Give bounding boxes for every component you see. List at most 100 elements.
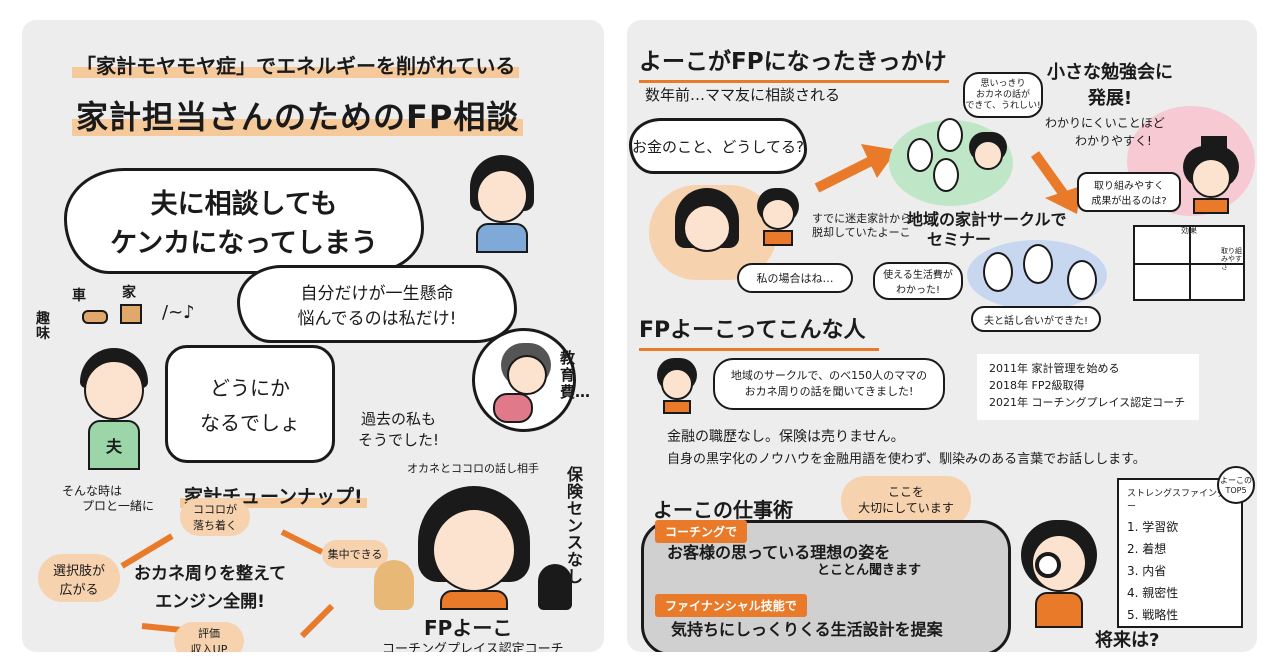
husband-talk-bubble: 夫と話し合いができた! [971, 306, 1101, 332]
my-case-bubble: 私の場合はね… [737, 263, 853, 293]
worry-cloud-main: 夫に相談しても ケンカになってしまう [64, 168, 424, 274]
coaching-line2: とことん聞きます [817, 563, 922, 578]
circle-talk-line1: 地域のサークルで、のべ150人のママの [730, 369, 928, 382]
money-question-bubble: お金のこと、どうしてる? [629, 118, 807, 174]
money-question-text: お金のこと、どうしてる? [632, 137, 804, 156]
worry-cloud-alone: 自分だけが一生懸命 悩んでるのは私だけ! [237, 265, 517, 343]
heading-profile: FPよーこってこんな人 [639, 312, 879, 351]
coaching-line1: お客様の思っている理想の姿を [667, 543, 891, 562]
worried-woman-illustration [462, 155, 542, 255]
happy-line2: おカネの話が [975, 89, 1030, 100]
mom-figure-3 [933, 158, 959, 192]
mom-figure-2 [937, 118, 963, 152]
study-group-text: 小さな勉強会に 発展! [1047, 60, 1173, 112]
study-line1: 小さな勉強会に [1047, 62, 1173, 83]
cycle-arrows [120, 529, 335, 639]
important-line1: ここを [887, 485, 924, 499]
cycle-focus: 集中できる [322, 540, 388, 568]
easy-explain-text: わかりにくいことほど わかりやすく! [1045, 114, 1165, 150]
cycle-center-line2: エンジン全開! [155, 592, 265, 612]
tag-finance: ファイナンシャル技能で [655, 594, 807, 617]
yoko-small-illustration [755, 188, 801, 248]
top5-line2: TOP5 [1225, 486, 1247, 495]
husband-speech-bubble: どうにか なるでしょ [165, 345, 335, 463]
study-line2: 発展! [1087, 88, 1133, 109]
usable-line1: 使える生活費が [883, 270, 953, 281]
fp-name: FPよーこ [424, 616, 513, 640]
strength-item: 5. 戦略性 [1127, 608, 1179, 622]
strengths-card: ストレングスファインダー 1. 学習欲 2. 着想 3. 内省 4. 親密性 5… [1117, 478, 1243, 628]
top5-badge: よーこの TOP5 [1217, 466, 1255, 504]
label-house: 家 [122, 285, 136, 301]
arrow-down-icon [1030, 151, 1081, 214]
escape-text: すでに迷走家計から 脱却していたよーこ [812, 212, 911, 240]
sonna-toki-text: そんな時は プロと一緒に [62, 484, 154, 514]
husband-illustration: 夫 [74, 348, 154, 473]
past-me-line1: 過去の私も [361, 410, 437, 428]
usable-line2: わかった! [895, 285, 940, 296]
cat-black-icon [538, 564, 572, 610]
method-text: 自身の黒字化のノウハウを金融用語を使わず、馴染みのある言葉でお話しします。 [667, 452, 1146, 467]
fp-yoko-portrait [414, 486, 534, 610]
matrix-effect-label: 効果 [1181, 226, 1197, 235]
car-icon [82, 310, 108, 324]
circle-seminar-text: 地域の家計サークルで セミナー [907, 210, 1067, 250]
finance-text: 気持ちにしっくりくる生活設計を提案 [671, 620, 943, 639]
happy-bubble: 思いっきり おカネの話が できて、うれしい! [963, 72, 1043, 118]
future-label: 将来は? [1095, 630, 1160, 651]
seminar-figure-2 [1023, 244, 1053, 284]
cycle-calm: ココロが 落ち着く [180, 498, 250, 536]
circle-seminar-line2: セミナー [927, 230, 992, 249]
fp-certification: コーチングプレイス認定コーチ [382, 642, 564, 652]
cycle-calm-line2: 落ち着く [193, 519, 237, 532]
insurance-sense-label: 保険センスなし [567, 465, 584, 586]
strength-item: 3. 内省 [1127, 564, 1167, 578]
my-case-text: 私の場合はね… [756, 272, 834, 285]
mom-figure-1 [907, 138, 933, 172]
worry-cloud-main-line2: ケンカになってしまう [110, 228, 378, 259]
effect-ease-matrix: 効果 取り組みやすさ [1133, 225, 1245, 301]
worry-cloud-alone-line2: 悩んでるのは私だけ! [297, 309, 457, 329]
husband-talk-text: 夫と話し合いができた! [983, 315, 1088, 327]
cycle-evaluation-line1: 評価 [198, 627, 220, 640]
easy-explain-line1: わかりにくいことほど [1045, 116, 1165, 130]
circle-seminar-line1: 地域の家計サークルで [907, 210, 1067, 229]
circle-talk-line2: おカネ周りの話を聞いてきました! [744, 385, 914, 398]
strengths-title: ストレングスファインダー [1127, 489, 1227, 512]
strength-item: 2. 着想 [1127, 542, 1167, 556]
history-item: 2021年 コーチングプレイス認定コーチ [989, 396, 1186, 409]
yoko-teacher-illustration [1183, 136, 1239, 214]
history-item: 2011年 家計管理を始める [989, 362, 1120, 375]
husband-speech-line2: なるでしょ [200, 411, 300, 435]
page-title: 家計担当さんのためのFP相談 [72, 92, 524, 138]
house-icon [120, 304, 142, 324]
escape-line1: すでに迷走家計から [812, 212, 912, 225]
sonna-line2: プロと一緒に [82, 499, 155, 513]
seminar-figure-1 [983, 252, 1013, 292]
tag-coaching: コーチングで [655, 520, 748, 543]
right-panel: よーこがFPになったきっかけ 数年前…ママ友に相談される お金のこと、どうしてる… [627, 20, 1257, 652]
cycle-calm-line1: ココロが [193, 503, 237, 516]
cycle-center-line1: おカネ周りを整えて [134, 564, 287, 584]
usable-bubble: 使える生活費が わかった! [873, 262, 963, 300]
label-car: 車 [72, 288, 86, 304]
left-panel: 「家計モヤモヤ症」でエネルギーを削がれている 家計担当さんのためのFP相談 夫に… [22, 20, 604, 652]
mother-baby-illustration [472, 328, 576, 432]
hum-label: /~♪ [162, 302, 195, 323]
strength-item: 1. 学習欲 [1127, 520, 1179, 534]
husband-shirt-label: 夫 [88, 420, 140, 470]
title-line-1: 「家計モヤモヤ症」でエネルギーを削がれている [72, 50, 520, 79]
worry-cloud-alone-line1: 自分だけが一生懸命 [300, 284, 454, 304]
history-item: 2018年 FP2級取得 [989, 379, 1085, 392]
magnifier-icon [1035, 552, 1061, 578]
past-me-text: 過去の私も そうでした! [358, 408, 439, 450]
heading-origin: よーこがFPになったきっかけ [639, 42, 949, 83]
partner-label: オカネとココロの話し相手 [407, 462, 539, 475]
seminar-figure-3 [1067, 260, 1097, 300]
heading-work: よーこの仕事術 [653, 498, 793, 522]
cat-orange-icon [374, 560, 414, 610]
education-cost-label: 教育費… [560, 349, 591, 401]
happy-line1: 思いっきり [980, 78, 1026, 89]
coaching-text: お客様の思っている理想の姿を とことん聞きます [667, 544, 921, 580]
cycle-center-text: おカネ周りを整えて エンジン全開! [134, 560, 286, 616]
